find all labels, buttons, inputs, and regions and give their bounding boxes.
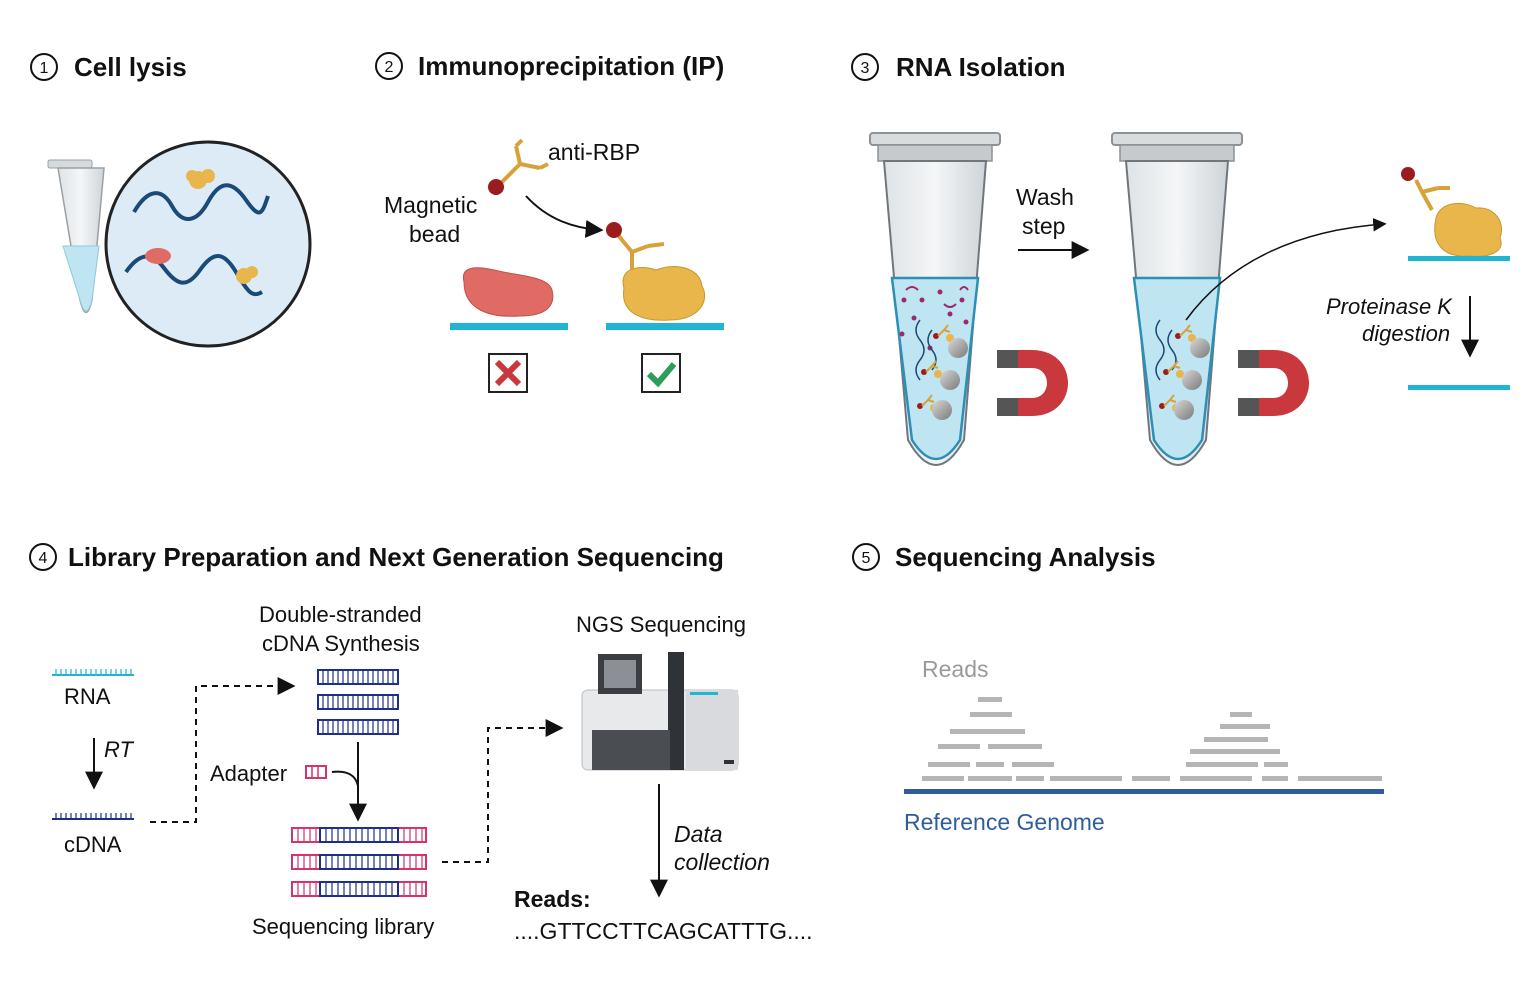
dashed-arrow-to-ds — [150, 677, 296, 823]
step-4-badge: 4 — [29, 543, 57, 571]
nonspecific-protein-blob — [450, 267, 568, 330]
reference-genome-label: Reference Genome — [904, 809, 1105, 835]
adapter-label: Adapter — [210, 761, 287, 786]
magnet-icon — [997, 350, 1068, 416]
adapter-join-line — [331, 770, 359, 787]
data-collection-line1: Data — [674, 821, 723, 847]
proteinase-label-line1: Proteinase K — [1326, 294, 1453, 319]
wash-label-line2: step — [1022, 213, 1065, 239]
reference-genome-bar — [904, 789, 1384, 794]
rbp-antibody-complex — [606, 222, 724, 330]
ngs-sequencer-icon — [581, 652, 739, 771]
step-2-number: 2 — [385, 59, 394, 76]
cdna-label: cDNA — [64, 832, 122, 857]
bound-complex-icon — [1401, 167, 1510, 261]
surface-bar — [606, 323, 724, 330]
rna-strand-icon — [52, 669, 134, 676]
rna-label: RNA — [64, 684, 111, 709]
step-1-number: 1 — [40, 60, 49, 77]
nonspecific-protein-icon — [145, 248, 171, 264]
ds-synthesis-line2: cDNA Synthesis — [262, 631, 420, 656]
step-3-rna-isolation: 3 RNA Isolation — [851, 52, 1510, 466]
sequencing-library-label: Sequencing library — [252, 914, 434, 939]
step-3-title: RNA Isolation — [896, 52, 1065, 82]
step-3-badge: 3 — [851, 53, 879, 81]
step-2-title: Immunoprecipitation (IP) — [418, 51, 724, 81]
magnet-icon — [1238, 350, 1309, 416]
reads-pileup-label: Reads — [922, 656, 988, 682]
x-mark-icon — [488, 353, 528, 393]
proteinase-label-line2: digestion — [1362, 321, 1450, 346]
magnetic-bead-label-line2: bead — [409, 221, 460, 247]
reads-sequence: ....GTTCCTTCAGCATTTG.... — [514, 918, 813, 944]
step-1-badge: 1 — [30, 53, 58, 81]
lysate-zoom-circle — [104, 140, 312, 348]
rt-label: RT — [104, 737, 134, 762]
step-5-title: Sequencing Analysis — [895, 542, 1156, 572]
check-mark-icon — [641, 353, 681, 393]
step-5-sequencing-analysis: 5 Sequencing Analysis Reads Reference Ge… — [852, 542, 1384, 835]
binding-arrow — [525, 195, 604, 238]
magnetic-bead-label-line1: Magnetic — [384, 192, 477, 218]
double-stranded-cdna-icon — [317, 669, 399, 735]
surface-bar — [1408, 385, 1510, 390]
tube-after-wash — [1111, 132, 1243, 466]
dashed-arrow-to-ngs — [442, 719, 564, 863]
step-3-number: 3 — [861, 60, 870, 77]
step-5-badge: 5 — [852, 543, 880, 571]
step-2-immunoprecipitation: 2 Immunoprecipitation (IP) anti-RBP Magn… — [375, 51, 724, 393]
rbp-protein-icon — [186, 169, 215, 189]
read-pileup — [922, 697, 1382, 781]
cdna-strand-icon — [52, 813, 134, 820]
tube-before-wash — [869, 132, 1001, 466]
data-collection-line2: collection — [674, 849, 770, 875]
antibody-bead-icon — [488, 138, 549, 195]
wash-label-line1: Wash — [1016, 184, 1074, 210]
microcentrifuge-tube-icon — [47, 159, 105, 314]
step-4-library-ngs: 4 Library Preparation and Next Generatio… — [29, 542, 813, 944]
ngs-label: NGS Sequencing — [576, 612, 746, 637]
step-1-cell-lysis: 1 Cell lysis — [30, 52, 312, 348]
step-4-title: Library Preparation and Next Generation … — [68, 542, 724, 572]
rbp-protein-icon — [236, 266, 258, 284]
step-4-number: 4 — [39, 550, 48, 567]
surface-bar — [450, 323, 568, 330]
ds-synthesis-line1: Double-stranded — [259, 602, 422, 627]
reads-label: Reads: — [514, 886, 591, 912]
step-1-title: Cell lysis — [74, 52, 187, 82]
step-5-number: 5 — [862, 550, 871, 567]
adapter-icon — [305, 765, 327, 779]
anti-rbp-label: anti-RBP — [548, 139, 640, 165]
zoom-arrow — [1185, 218, 1387, 321]
step-2-badge: 2 — [375, 52, 403, 80]
sequencing-library-icon — [291, 827, 427, 897]
